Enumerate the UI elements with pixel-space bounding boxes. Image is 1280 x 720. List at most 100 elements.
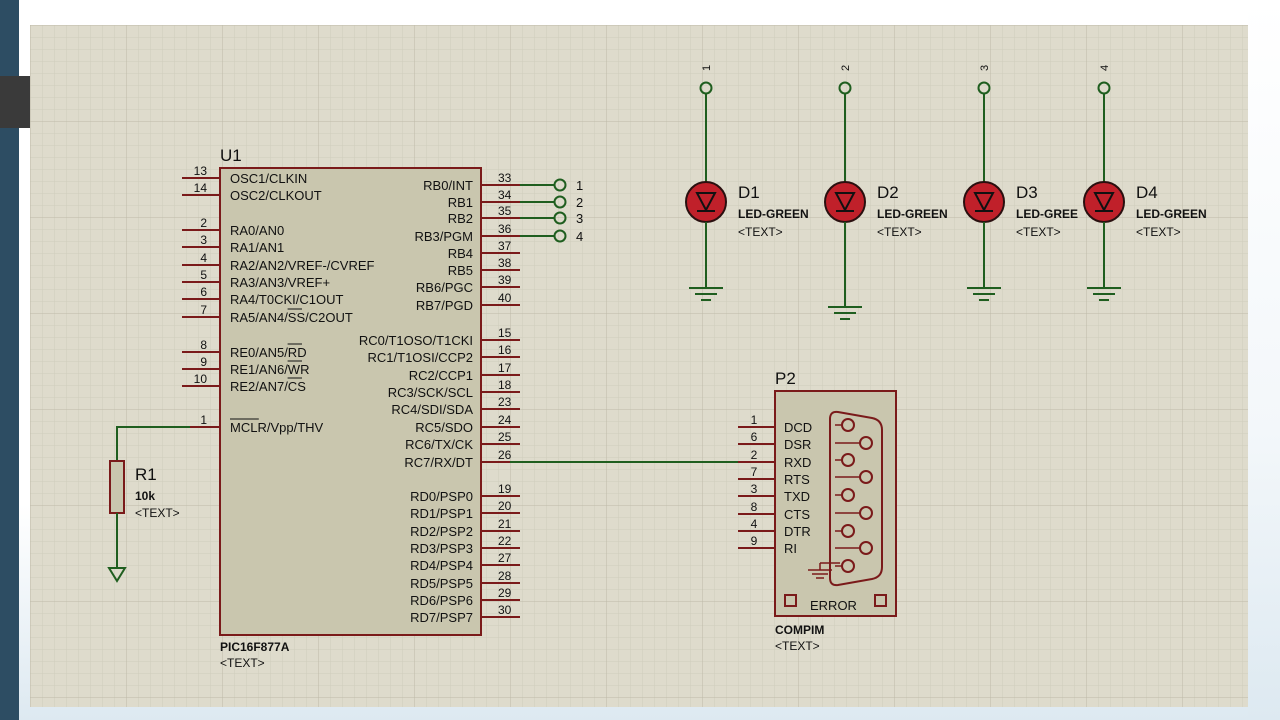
u1-pin-name: RD6/PSP6 bbox=[410, 593, 473, 608]
led-body bbox=[685, 181, 727, 223]
u1-pin-name: RC0/T1OSO/T1CKI bbox=[359, 333, 473, 348]
u1-ref: U1 bbox=[220, 146, 242, 165]
terminal-circle bbox=[553, 195, 567, 209]
u1-pin-number: 10 bbox=[194, 372, 208, 386]
u1-pin-number: 9 bbox=[200, 355, 207, 369]
u1-pin-name: RD2/PSP2 bbox=[410, 524, 473, 539]
rb-terminals: 1 23 4 bbox=[520, 178, 583, 244]
p2-ref: P2 bbox=[775, 369, 796, 388]
rb-terminal-3[interactable]: 3 bbox=[520, 211, 583, 226]
u1-pin-name: OSC1/CLKIN bbox=[230, 171, 307, 186]
u1-pin-name: RB6/PGC bbox=[416, 280, 473, 295]
u1-pin-name: RD1/PSP1 bbox=[410, 506, 473, 521]
u1-pin-number: 15 bbox=[498, 326, 512, 340]
u1-pin-number: 26 bbox=[498, 448, 512, 462]
u1-pin-number: 17 bbox=[498, 361, 512, 375]
terminal-label: 4 bbox=[576, 229, 583, 244]
u1-pin-number: 36 bbox=[498, 222, 512, 236]
p2-pin-name: TXD bbox=[784, 489, 810, 504]
u1-pin-name: RC7/RX/DT bbox=[404, 455, 473, 470]
u1-pin-number: 33 bbox=[498, 171, 512, 185]
u1-pin-name: RD4/PSP4 bbox=[410, 558, 473, 573]
r1-ref: R1 bbox=[135, 465, 157, 484]
r1-value: 10k bbox=[135, 489, 155, 503]
p2-pin-name: DCD bbox=[784, 420, 812, 435]
u1-pin-name: RD3/PSP3 bbox=[410, 541, 473, 556]
p2-pin-number: 2 bbox=[751, 448, 758, 462]
rb-terminal-2[interactable]: 2 bbox=[520, 195, 583, 210]
led-terminal-label: 2 bbox=[840, 65, 852, 71]
u1-pin-name: RD7/PSP7 bbox=[410, 610, 473, 625]
led-text-placeholder: <TEXT> bbox=[1136, 225, 1181, 239]
led-terminal-circle bbox=[977, 81, 991, 95]
ground-icon bbox=[828, 306, 862, 320]
u1-pin-name: RA3/AN3/VREF+ bbox=[230, 275, 330, 290]
p2-part: COMPIM bbox=[775, 623, 824, 637]
rb-terminal-1[interactable]: 1 bbox=[520, 178, 583, 193]
p2-pin-number: 4 bbox=[751, 517, 758, 531]
u1-pin-number: 6 bbox=[200, 285, 207, 299]
led-text-placeholder: <TEXT> bbox=[738, 225, 783, 239]
u1-pin-name: MCLR/Vpp/THV bbox=[230, 420, 324, 435]
r1-body bbox=[109, 460, 125, 514]
u1-pin-number: 13 bbox=[194, 164, 208, 178]
u1-pin-number: 5 bbox=[200, 268, 207, 282]
u1-part: PIC16F877A bbox=[220, 640, 290, 654]
led-part: LED-GREEN bbox=[738, 207, 809, 221]
r1-resistor[interactable]: R1 10k <TEXT> bbox=[107, 426, 190, 583]
rb-terminal-4[interactable]: 4 bbox=[520, 229, 583, 244]
